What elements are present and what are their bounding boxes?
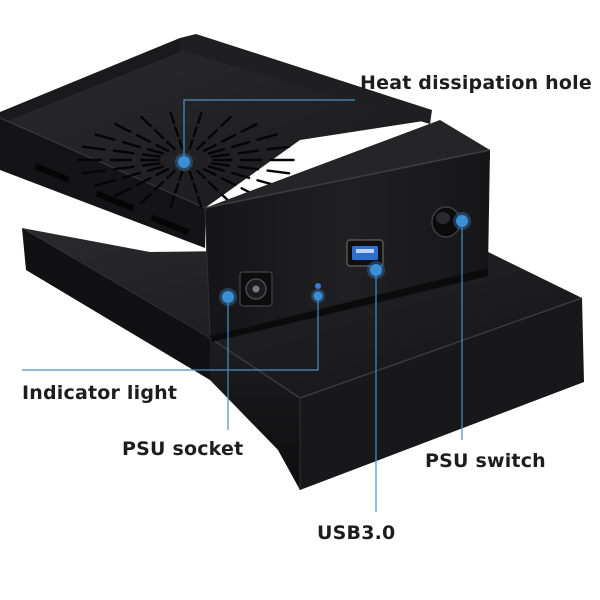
vent-slot [220, 133, 237, 143]
vent-slot [166, 169, 176, 180]
vent-slot [169, 195, 176, 209]
vent-slot [174, 182, 180, 194]
vent-slot [202, 167, 217, 177]
vent-slot [196, 140, 206, 151]
vent-slot [114, 187, 132, 197]
psu-socket-port [239, 271, 273, 307]
leader-lines [22, 99, 463, 512]
vent-slot [266, 145, 291, 151]
vent-slot [220, 115, 232, 128]
leader-indicator [22, 296, 319, 371]
heat-vent-slots [77, 111, 295, 209]
vent-slot [231, 171, 251, 180]
vent-slot [231, 140, 251, 149]
vent-slot [207, 148, 226, 155]
vent-slot [94, 133, 116, 141]
vent-slot [192, 126, 198, 138]
usb-label: USB3.0 [317, 522, 396, 544]
vent-slot [174, 126, 180, 138]
vent-slot [155, 143, 170, 153]
vent-slot [121, 171, 141, 180]
vent-slot [146, 148, 165, 155]
indicator-led [315, 283, 321, 289]
vent-slot [266, 169, 291, 175]
vent-slot [202, 143, 217, 153]
vent-slot [188, 139, 194, 150]
vent-slot [178, 139, 184, 150]
vent-slot [121, 140, 141, 149]
vent-slot [140, 192, 152, 205]
vent-slot [114, 123, 132, 133]
vent-slot [196, 195, 203, 209]
marker-usb [367, 261, 385, 279]
vent-slot [211, 153, 231, 158]
leader-heat [183, 99, 355, 162]
vent-slot [240, 123, 258, 133]
marker-psu-switch [453, 212, 471, 230]
vent-slot [207, 128, 219, 140]
vent-slot [256, 133, 278, 141]
vent-slot [196, 169, 206, 180]
vent-slot [192, 182, 198, 194]
dock-block [204, 120, 491, 342]
vent-slot [220, 177, 237, 187]
vent-slot [141, 153, 161, 158]
vent-slot [81, 169, 106, 175]
vent-slot [135, 177, 152, 187]
heat-dissipation-label: Heat dissipation hole [360, 72, 592, 94]
psu-socket-label: PSU socket [122, 438, 244, 460]
vent-slot [146, 165, 165, 172]
vent-slot [135, 133, 152, 143]
marker-psu-socket [219, 288, 237, 306]
vent-slot [178, 170, 184, 181]
marker-heat [175, 153, 193, 171]
vent-slot [196, 111, 203, 125]
usb-port [346, 239, 384, 267]
vent-slot [237, 149, 260, 155]
vent-slot [207, 165, 226, 172]
vent-slot [112, 165, 135, 171]
indicator-light-label: Indicator light [22, 382, 178, 404]
vent-slot [166, 140, 176, 151]
vent-slot [140, 115, 152, 128]
vent-slot [153, 180, 165, 192]
vent-slot [153, 128, 165, 140]
psu-switch-label: PSU switch [425, 450, 546, 472]
vent-slot [94, 179, 116, 187]
vent-slot [81, 145, 106, 151]
vent-slot [207, 180, 219, 192]
vent-slot [237, 165, 260, 171]
marker-dots [175, 153, 471, 306]
marker-indicator [311, 289, 325, 303]
vent-slot [188, 170, 194, 181]
vent-slot [112, 149, 135, 155]
vent-slot [155, 167, 170, 177]
vent-slot [141, 162, 161, 167]
vent-slot [169, 111, 176, 125]
vent-slot [211, 162, 231, 167]
